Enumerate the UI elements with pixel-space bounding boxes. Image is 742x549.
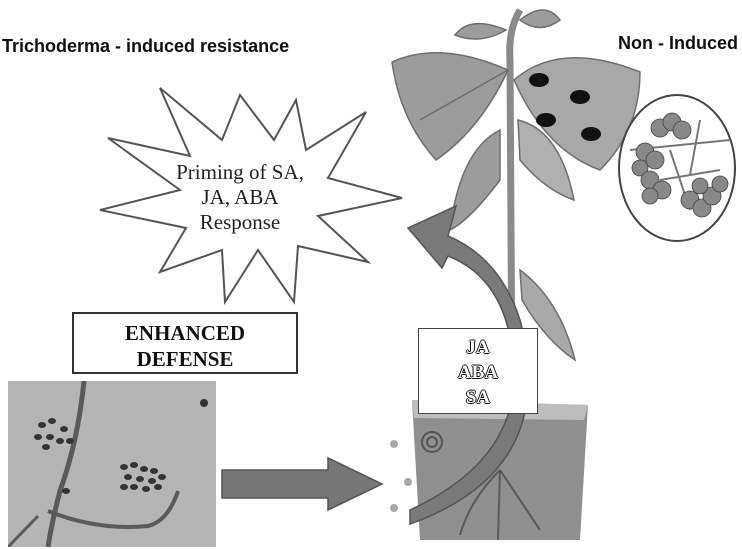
enhanced-defense-box: ENHANCED DEFENSE <box>72 312 298 374</box>
hormone-box: JA ABA SA <box>418 328 538 414</box>
defense-line-2: DEFENSE <box>136 347 234 371</box>
leaf-lesions <box>529 73 601 141</box>
title-induced-resistance: Trichoderma - induced resistance <box>2 36 290 56</box>
straight-arrow <box>221 456 384 512</box>
pathogen-inset <box>618 94 736 242</box>
priming-line-2: JA, ABA <box>201 185 279 209</box>
priming-starburst <box>99 87 403 306</box>
priming-label: Priming of SA, JA, ABA Response <box>150 160 330 235</box>
defense-line-1: ENHANCED <box>124 321 246 345</box>
hormone-sa: SA <box>465 387 491 408</box>
plant-leaves <box>391 9 641 362</box>
plant-stem <box>506 8 524 396</box>
trichoderma-micrograph <box>8 381 216 547</box>
curved-arrow <box>406 204 530 526</box>
priming-line-3: Response <box>199 210 281 234</box>
hormone-aba: ABA <box>457 362 499 383</box>
title-non-induced: Non - Induced <box>618 33 738 53</box>
hormone-ja: JA <box>466 337 490 358</box>
priming-line-1: Priming of SA, <box>176 160 304 184</box>
